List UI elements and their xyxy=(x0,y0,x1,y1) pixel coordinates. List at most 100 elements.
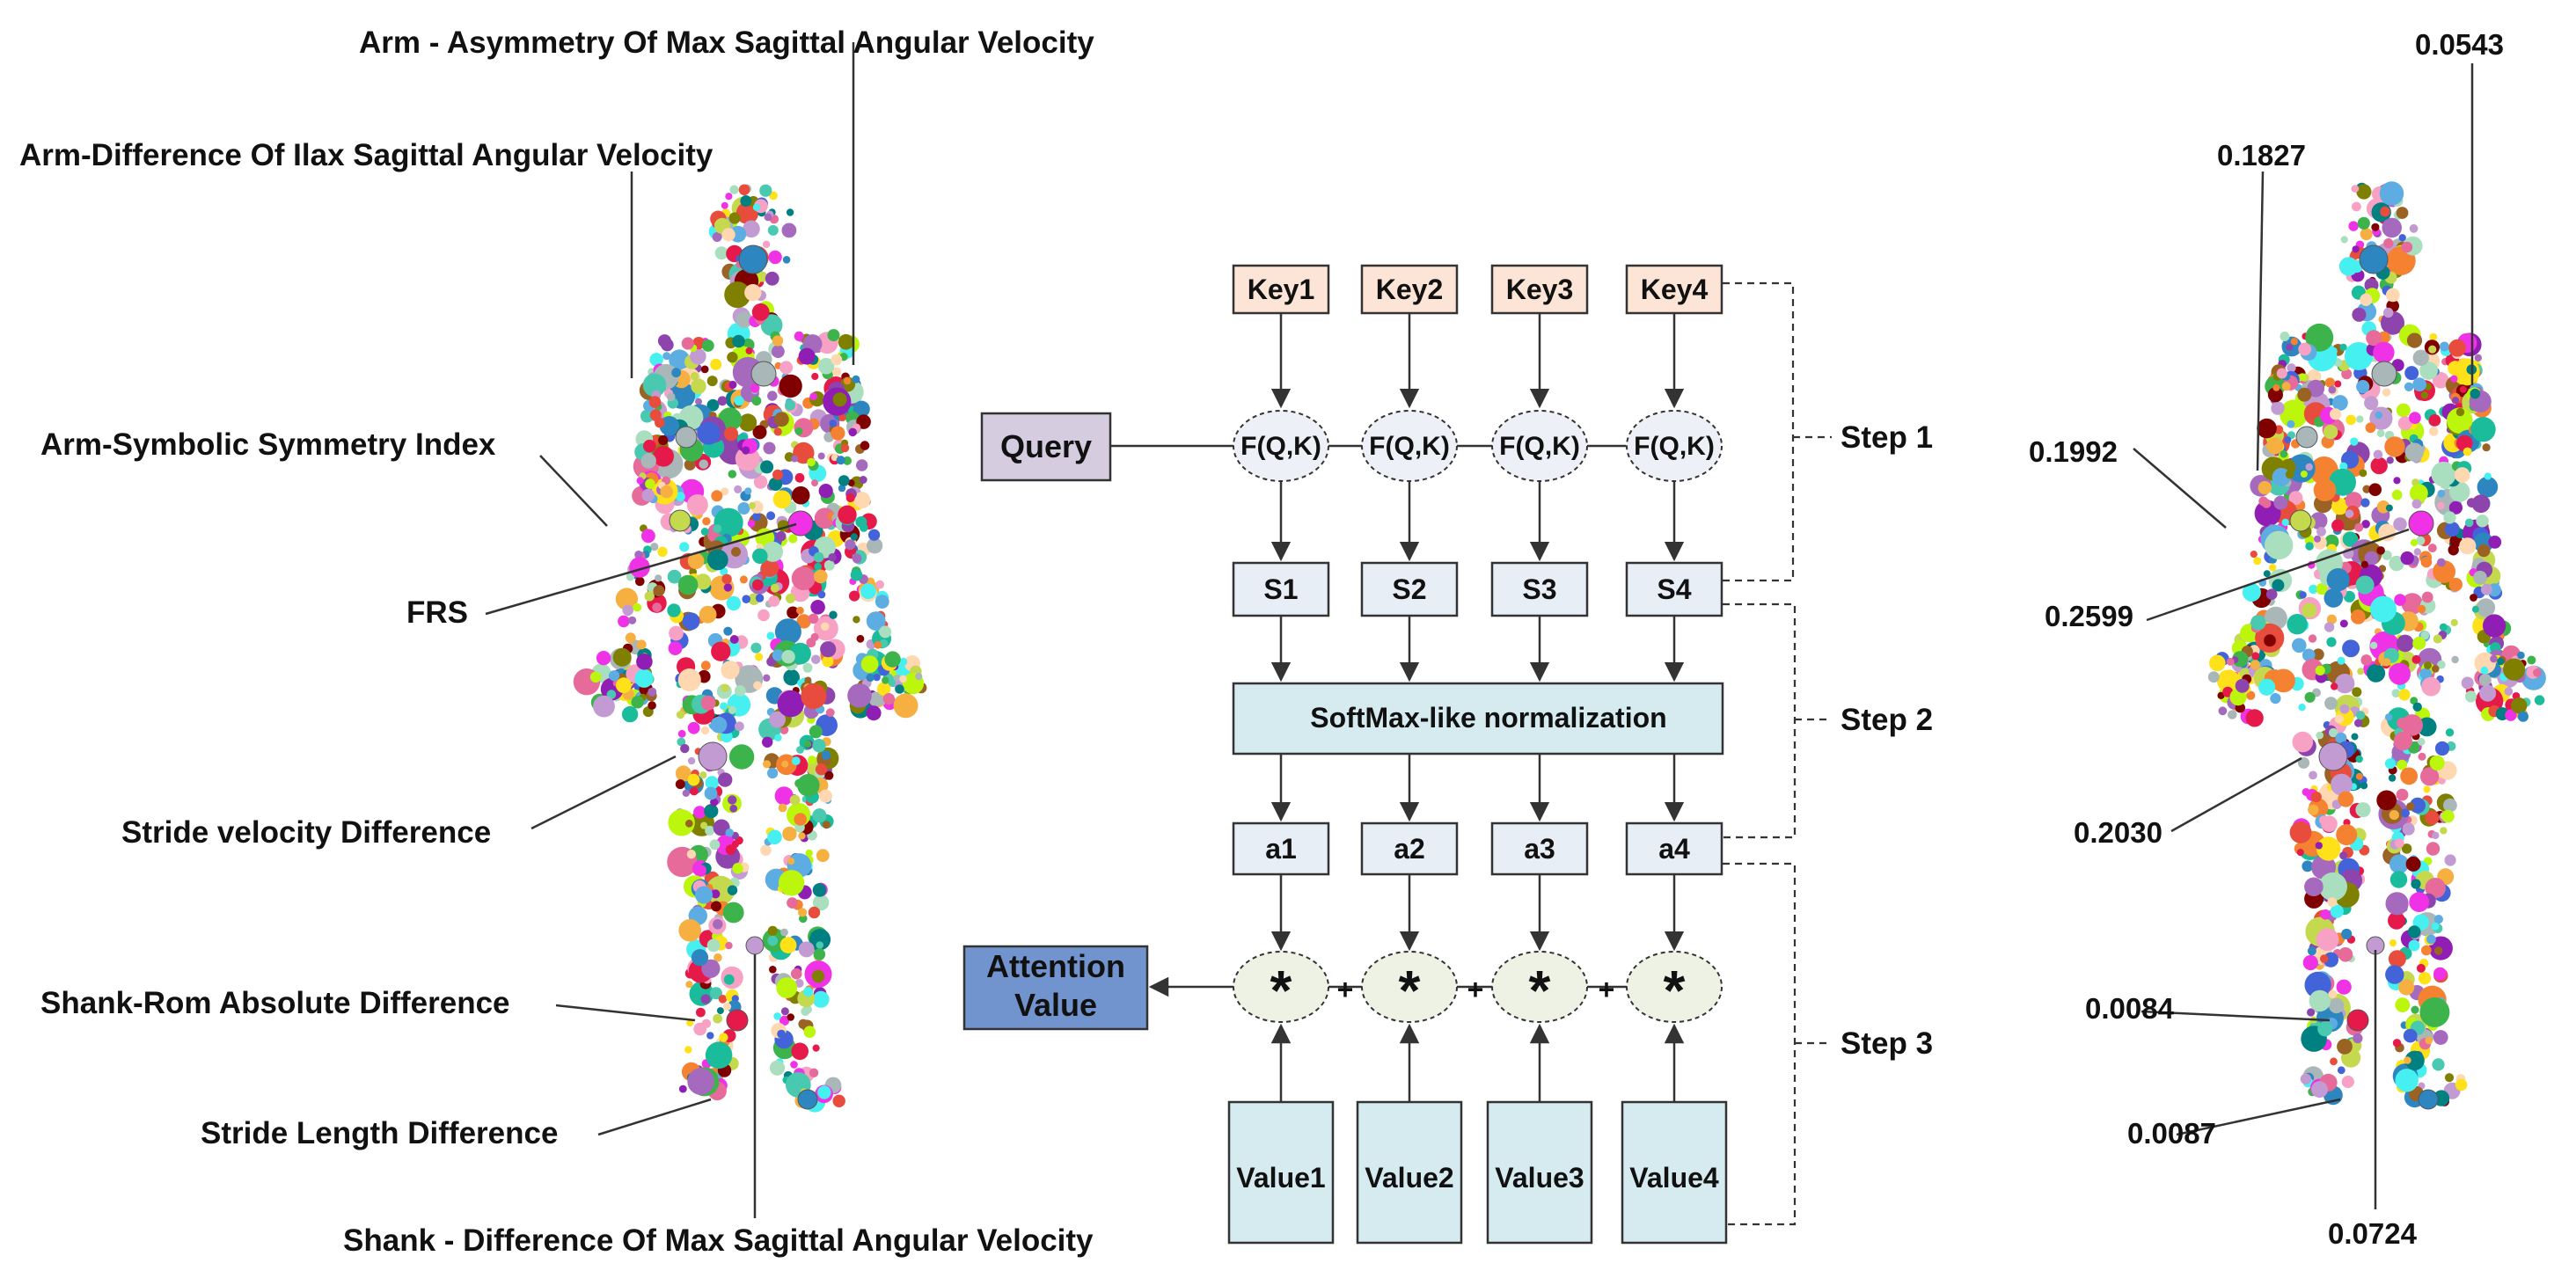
weight-label-2: a2 xyxy=(1394,833,1425,865)
right-body-dot xyxy=(2364,396,2379,411)
right-body-dot xyxy=(2257,418,2277,439)
left-body-dot xyxy=(797,774,820,797)
right-body-dot xyxy=(2341,928,2353,940)
left-body-dot xyxy=(853,400,870,418)
left-body-dot xyxy=(762,736,773,748)
left-body-dot xyxy=(860,441,870,450)
left-body-dot xyxy=(615,588,639,610)
left-body-dot xyxy=(747,520,756,528)
left-body-dot xyxy=(743,220,760,238)
left-body-dot xyxy=(794,427,803,435)
right-body-dot xyxy=(2352,687,2362,697)
left-body-dot xyxy=(803,740,812,748)
value-label-2: Value2 xyxy=(1365,1162,1453,1194)
left-body-dot xyxy=(676,711,685,719)
left-body-dot xyxy=(798,1019,809,1029)
right-body-dot xyxy=(2339,704,2350,714)
right-body-dot xyxy=(2266,437,2284,455)
right-body-dot xyxy=(2360,560,2368,569)
left-body-dot xyxy=(700,726,710,735)
left-body-dot xyxy=(729,185,739,194)
left-body-dot xyxy=(772,345,785,359)
left-body-dot xyxy=(803,1026,816,1038)
left-body-dot xyxy=(847,479,855,487)
right-body-dot xyxy=(2444,1073,2455,1083)
left-body-dot xyxy=(710,358,722,370)
right-body-dot xyxy=(2235,678,2250,693)
right-body-dot xyxy=(2271,401,2285,415)
right-body-dot xyxy=(2527,655,2536,665)
right-body-dot xyxy=(2286,343,2294,351)
right-value-leaders xyxy=(2133,63,2474,1209)
left-body-dot xyxy=(734,685,746,697)
left-body-dot xyxy=(759,184,772,197)
score-function-label-3: F(Q,K) xyxy=(1499,432,1580,461)
right-body-dot xyxy=(2297,387,2312,402)
right-body-dot xyxy=(2376,790,2397,811)
right-body-dot xyxy=(2323,424,2338,440)
left-body-dot xyxy=(810,600,825,615)
left-body-dot xyxy=(828,553,837,562)
leader-stride-len xyxy=(597,1098,712,1136)
right-body-dot xyxy=(2534,695,2545,705)
left-body-dot xyxy=(752,512,761,522)
left-body-dot xyxy=(866,611,886,631)
right-body-dot xyxy=(2378,523,2397,542)
right-body-dot xyxy=(2426,934,2436,945)
right-body-dot xyxy=(2345,509,2354,518)
left-body-dot xyxy=(808,613,819,624)
right-body-dot xyxy=(2447,407,2473,434)
right-body-dot xyxy=(2384,758,2396,770)
right-body-dot xyxy=(2482,443,2491,452)
right-body-feature-marker xyxy=(2371,361,2397,387)
right-body-dot xyxy=(2292,638,2307,653)
right-body-dot xyxy=(2412,349,2429,366)
attention-diagram: Query Attention Value SoftMax-like norma… xyxy=(962,264,1933,1245)
left-body-dot xyxy=(634,668,654,688)
right-body-dot xyxy=(2228,710,2237,719)
right-body-dot xyxy=(2307,369,2322,383)
right-body-dot xyxy=(2308,804,2319,815)
right-body-dot xyxy=(2400,767,2419,785)
left-body-dot xyxy=(724,281,751,309)
left-body-dot xyxy=(787,1013,794,1021)
left-body-dot xyxy=(769,966,777,974)
right-body-dot xyxy=(2356,380,2370,394)
left-body-dot xyxy=(812,1044,820,1052)
left-body-dot xyxy=(726,595,742,611)
left-body-dot xyxy=(809,392,818,401)
left-body-dot xyxy=(847,683,872,708)
left-body-dot xyxy=(850,568,863,581)
left-body-dot xyxy=(706,376,718,387)
left-body-dot xyxy=(728,380,737,389)
left-body-dot xyxy=(856,414,871,429)
right-body-dot xyxy=(2466,498,2477,507)
left-body-dot xyxy=(794,472,805,483)
left-body-dot xyxy=(750,383,760,393)
left-body-dot xyxy=(822,655,834,668)
right-body-dot xyxy=(2345,414,2356,426)
left-body-dot xyxy=(824,770,834,780)
right-body-dot xyxy=(2364,551,2379,566)
right-body-dot xyxy=(2305,542,2314,551)
left-body-dot xyxy=(772,335,784,347)
left-body-dot xyxy=(752,203,761,211)
right-body-dot xyxy=(2329,997,2345,1014)
right-body-dot xyxy=(2316,836,2341,861)
right-body-dot xyxy=(2330,408,2342,420)
right-body-dot xyxy=(2402,822,2415,836)
right-body-dot xyxy=(2339,343,2347,351)
softmax-normalization-label: SoftMax-like normalization xyxy=(1310,702,1666,734)
right-body-dot xyxy=(2433,1030,2448,1045)
left-body-dot xyxy=(849,590,860,602)
label-frs: FRS xyxy=(406,595,468,630)
leader-frs xyxy=(485,522,797,616)
right-body-feature-marker xyxy=(2408,510,2434,537)
right-body-dot xyxy=(2354,719,2363,727)
plus-symbol-1: + xyxy=(1337,974,1354,1005)
left-body-dot xyxy=(796,614,811,629)
value-stride-vel: 0.2030 xyxy=(2074,816,2163,849)
left-body-dot xyxy=(676,492,685,502)
right-body-dot xyxy=(2337,656,2345,665)
right-body-dot xyxy=(2417,604,2426,614)
